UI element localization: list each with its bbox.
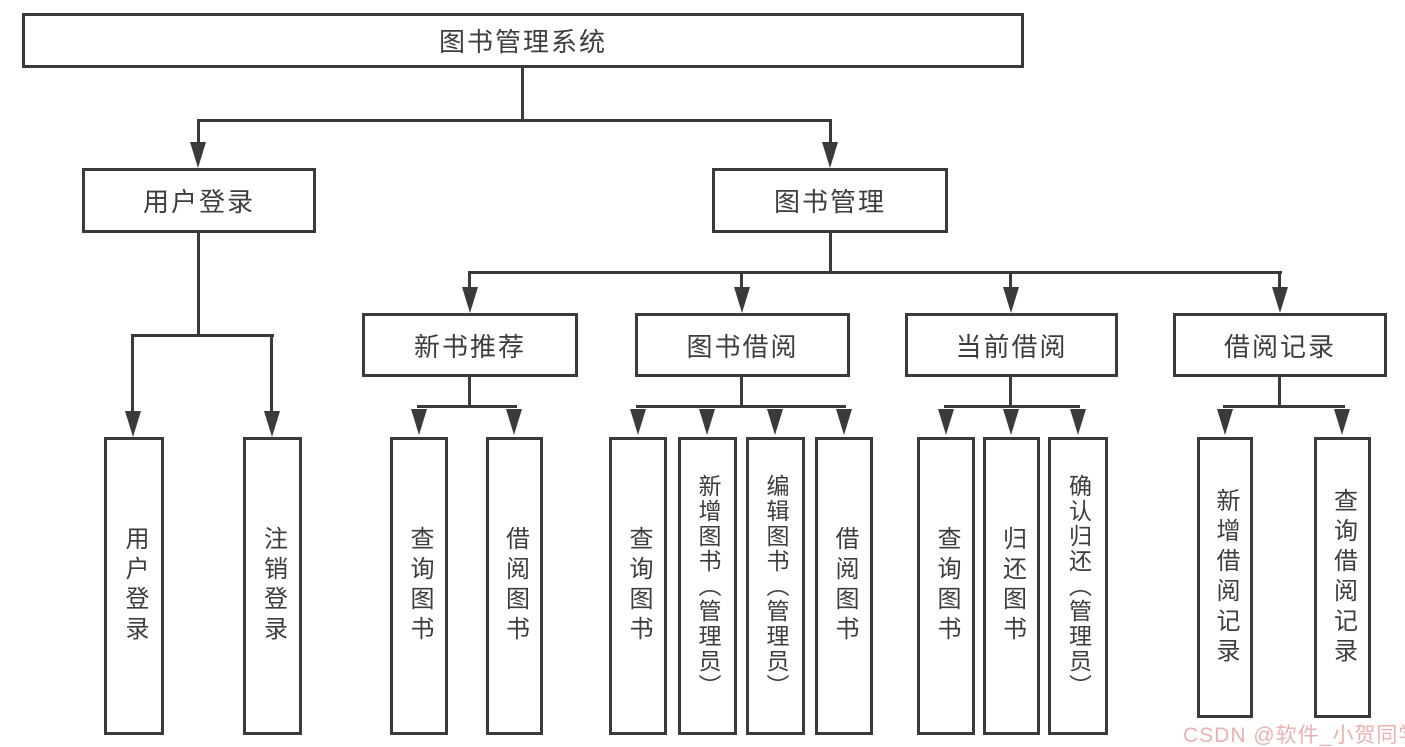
node-label: 查询图书	[625, 526, 652, 646]
connector-line	[1009, 271, 1012, 289]
node-root: 图书管理系统	[22, 13, 1024, 68]
connector-line	[1223, 405, 1345, 408]
node-label: 借阅图书	[501, 526, 529, 646]
arrow-down-icon	[190, 142, 206, 168]
node-confirm-return-admin: 确认归还（管理员）	[1048, 437, 1108, 735]
arrow-down-icon	[1003, 409, 1019, 435]
connector-line	[468, 377, 471, 407]
node-borrowing-records: 借阅记录	[1173, 313, 1387, 377]
node-label: 图书管理系统	[438, 27, 607, 57]
node-label: 新书推荐	[413, 331, 526, 362]
node-recommend-query-books: 查询图书	[390, 437, 448, 735]
node-edit-books-admin: 编辑图书（管理员）	[746, 437, 805, 735]
connector-line	[1009, 377, 1012, 407]
arrow-down-icon	[506, 409, 522, 435]
arrow-down-icon	[630, 409, 646, 435]
connector-line	[740, 271, 743, 289]
node-label: 图书管理	[773, 187, 886, 217]
connector-line	[270, 334, 273, 414]
node-label: 新增借阅记录	[1212, 487, 1239, 668]
node-book-management: 图书管理	[712, 168, 948, 233]
connector-line	[740, 377, 743, 407]
node-label: 注销登录	[259, 526, 287, 646]
arrow-down-icon	[411, 409, 427, 435]
node-label: 编辑图书（管理员）	[763, 473, 789, 699]
arrow-down-icon	[767, 409, 783, 435]
node-borrowing-query-books: 查询图书	[609, 437, 667, 735]
arrow-down-icon	[822, 142, 838, 168]
node-return-books: 归还图书	[983, 437, 1040, 735]
node-label: 确认归还（管理员）	[1065, 473, 1092, 699]
node-label: 新增图书（管理员）	[695, 473, 721, 699]
connector-line	[197, 119, 200, 147]
node-logout: 注销登录	[243, 437, 302, 735]
node-borrowing-borrow-books: 借阅图书	[815, 437, 873, 735]
node-add-books-admin: 新增图书（管理员）	[678, 437, 737, 735]
node-label: 查询借阅记录	[1329, 487, 1357, 668]
connector-line	[636, 405, 846, 408]
node-label: 查询图书	[933, 526, 960, 646]
connector-line	[131, 334, 134, 414]
arrow-down-icon	[734, 287, 750, 313]
connector-line	[131, 334, 274, 337]
node-add-borrow-record: 新增借阅记录	[1197, 437, 1253, 718]
node-label: 用户登录	[142, 187, 255, 217]
connector-line	[829, 232, 832, 274]
connector-line	[468, 271, 471, 289]
node-new-book-recommend: 新书推荐	[362, 313, 578, 377]
arrow-down-icon	[1003, 287, 1019, 313]
connector-line	[417, 405, 517, 408]
node-label: 图书借阅	[686, 331, 799, 362]
connector-line	[197, 119, 832, 122]
node-recommend-borrow-books: 借阅图书	[486, 437, 543, 735]
arrow-down-icon	[699, 409, 715, 435]
connector-line	[521, 68, 524, 122]
connector-line	[468, 271, 1282, 274]
arrow-down-icon	[125, 411, 141, 437]
node-label: 归还图书	[998, 526, 1026, 646]
arrow-down-icon	[1217, 409, 1233, 435]
node-current-query-books: 查询图书	[917, 437, 975, 735]
arrow-down-icon	[1334, 409, 1350, 435]
node-user-login-leaf: 用户登录	[104, 437, 164, 735]
node-user-login: 用户登录	[82, 168, 316, 233]
arrow-down-icon	[938, 409, 954, 435]
node-current-borrowing: 当前借阅	[905, 313, 1118, 377]
csdn-watermark: CSDN @软件_小贺同学	[1183, 724, 1405, 747]
arrow-down-icon	[462, 287, 478, 313]
node-label: 借阅记录	[1223, 331, 1336, 362]
arrow-down-icon	[1070, 409, 1086, 435]
connector-line	[944, 405, 1080, 408]
node-query-borrow-record: 查询借阅记录	[1314, 437, 1371, 718]
connector-line	[829, 119, 832, 147]
node-label: 查询图书	[406, 526, 433, 646]
node-label: 当前借阅	[955, 331, 1068, 362]
arrow-down-icon	[836, 409, 852, 435]
node-book-borrowing: 图书借阅	[635, 313, 850, 377]
arrow-down-icon	[264, 411, 280, 437]
node-label: 用户登录	[121, 526, 148, 646]
arrow-down-icon	[1272, 287, 1288, 313]
node-label: 借阅图书	[831, 526, 858, 646]
connector-line	[197, 232, 200, 337]
connector-line	[1278, 377, 1281, 407]
connector-line	[1278, 271, 1281, 289]
